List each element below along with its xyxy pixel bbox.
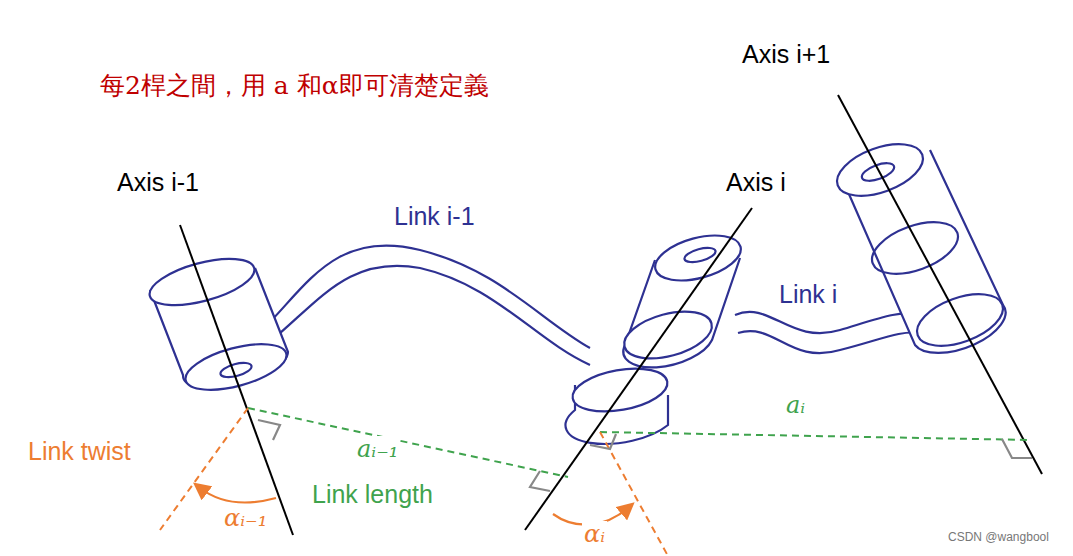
cylinder-ring bbox=[619, 303, 717, 367]
cylinder-ring bbox=[865, 212, 965, 284]
link-edge bbox=[735, 312, 918, 333]
link-edge bbox=[272, 266, 590, 365]
angle-arc bbox=[200, 488, 276, 502]
parameter-name: Link twist bbox=[28, 437, 131, 466]
cylinder-top bbox=[145, 250, 259, 315]
cylinder-top bbox=[569, 362, 670, 418]
right-angle bbox=[530, 471, 550, 491]
symbol-label: αᵢ bbox=[582, 521, 607, 549]
link-label: Link i-1 bbox=[394, 202, 475, 231]
parameter-name: Link length bbox=[312, 480, 433, 509]
links bbox=[270, 245, 920, 365]
axis-line bbox=[838, 95, 1042, 474]
symbol-label: αᵢ₋₁ bbox=[222, 505, 269, 533]
common-normal bbox=[248, 408, 568, 477]
symbol-label: aᵢ bbox=[784, 392, 807, 420]
axis-label: Axis i-1 bbox=[117, 168, 199, 197]
cylinder-top bbox=[830, 134, 930, 206]
axis-label: Axis i+1 bbox=[742, 40, 830, 69]
cylinder bbox=[845, 150, 1006, 353]
dashed-lines bbox=[160, 408, 1030, 556]
symbol-label: aᵢ₋₁ bbox=[355, 436, 400, 464]
bore bbox=[860, 160, 897, 185]
link-edge bbox=[738, 331, 920, 353]
axis-line bbox=[525, 208, 752, 530]
title: 每2桿之間，用 a 和α即可清楚定義 bbox=[100, 72, 489, 101]
axes bbox=[180, 95, 1042, 535]
link-label: Link i bbox=[779, 280, 837, 309]
right-angle bbox=[258, 420, 280, 440]
joints bbox=[145, 134, 1010, 444]
watermark: CSDN @wangbool bbox=[948, 531, 1049, 545]
right-angle bbox=[1002, 439, 1032, 458]
right-angle bbox=[590, 434, 616, 449]
cylinder-bottom bbox=[181, 335, 291, 399]
link-edge bbox=[270, 245, 590, 348]
axis-line bbox=[180, 225, 293, 535]
axis-label: Axis i bbox=[726, 168, 786, 197]
parallel-axis bbox=[600, 432, 668, 556]
bore bbox=[683, 245, 717, 265]
common-normal bbox=[600, 432, 1030, 440]
